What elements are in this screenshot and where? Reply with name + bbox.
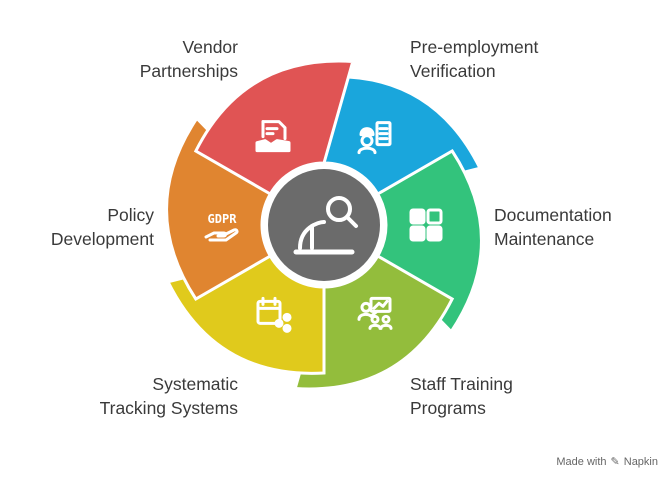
training-presentation-icon — [357, 296, 393, 330]
center-disc — [268, 169, 380, 281]
made-with-credit: Made with ✎ Napkin — [556, 455, 658, 469]
segment-policy — [165, 115, 273, 302]
svg-text:GDPR: GDPR — [208, 212, 238, 226]
document-grid-icon — [409, 208, 443, 242]
worker-checklist-icon — [357, 121, 392, 155]
calendar-share-icon — [256, 296, 292, 333]
credit-brand: Napkin — [623, 455, 658, 468]
credit-text: Made with — [556, 455, 607, 468]
gdpr-hand-icon: GDPR — [204, 212, 239, 242]
contract-handshake-icon — [255, 120, 291, 153]
napkin-logo-icon: ✎ — [610, 456, 620, 468]
hardhat-search-icon — [293, 196, 358, 255]
